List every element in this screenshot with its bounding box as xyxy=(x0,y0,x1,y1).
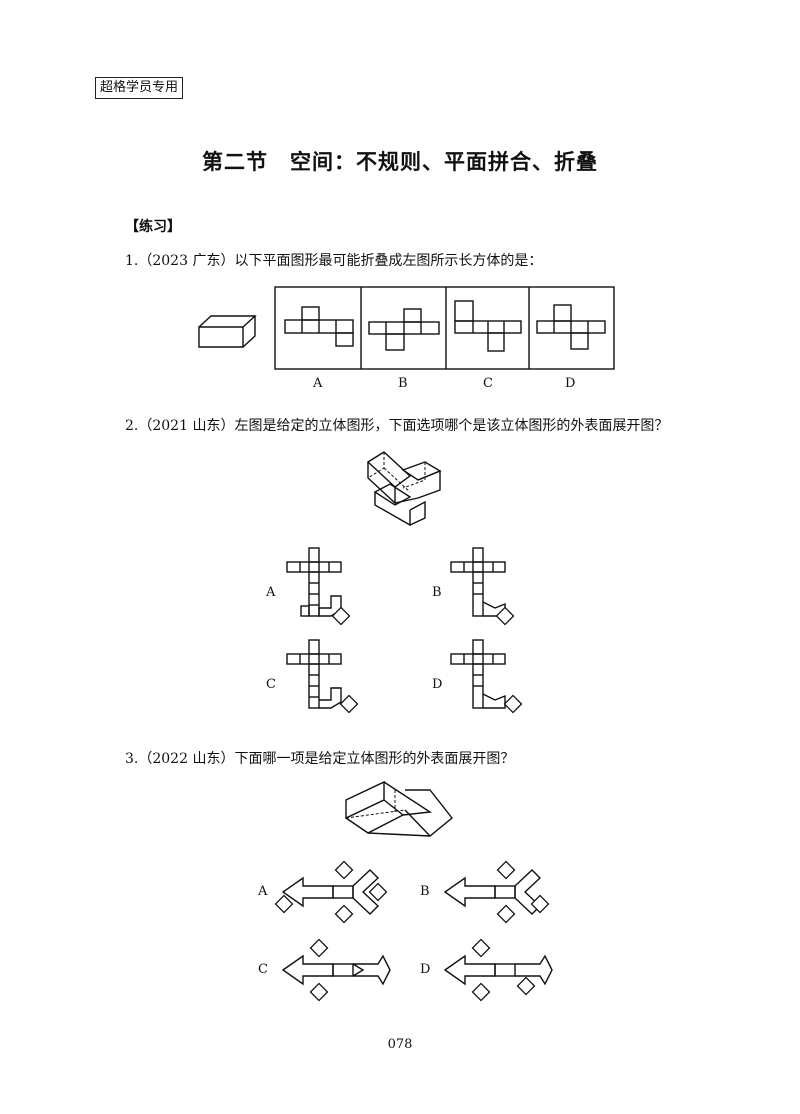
q3-option-d-net xyxy=(443,938,553,1002)
q3-option-a-net xyxy=(274,860,388,924)
q1-option-d-net xyxy=(536,304,606,350)
q1-option-b-net xyxy=(368,308,440,351)
q3-option-c-net xyxy=(281,938,391,1002)
question-1: 1.（2023 广东）以下平面图形最可能折叠成左图所示长方体的是： xyxy=(125,250,542,270)
q3-option-b-net xyxy=(443,860,550,924)
question-2-number: 2. xyxy=(125,418,139,434)
section-heading: 【练习】 xyxy=(125,219,181,235)
q3-option-d-label: D xyxy=(420,962,431,977)
question-1-text: （2023 广东）以下平面图形最可能折叠成左图所示长方体的是： xyxy=(138,253,543,269)
q2-option-d-label: D xyxy=(432,677,443,692)
q2-option-d-net xyxy=(450,639,523,714)
page-number: 078 xyxy=(387,1037,413,1052)
q1-option-d-label: D xyxy=(565,376,576,391)
q2-option-a-label: A xyxy=(266,585,276,600)
q2-option-a-net xyxy=(286,547,351,626)
question-3-number: 3. xyxy=(125,751,139,767)
page-title: 第二节 空间：不规则、平面拼合、折叠 xyxy=(202,149,598,174)
q3-option-c-label: C xyxy=(258,962,268,977)
question-3: 3.（2022 山东）下面哪一项是给定立体图形的外表面展开图？ xyxy=(125,748,514,768)
q1-options-frame xyxy=(274,286,615,370)
question-1-number: 1. xyxy=(125,253,139,269)
q3-option-b-label: B xyxy=(420,884,430,899)
question-2-text: （2021 山东）左图是给定的立体图形，下面选项哪个是该立体图形的外表面展开图？ xyxy=(138,418,669,434)
q1-cuboid-figure xyxy=(198,315,257,348)
q2-solid-figure xyxy=(366,451,442,527)
q1-option-a-net xyxy=(284,306,354,347)
question-2: 2.（2021 山东）左图是给定的立体图形，下面选项哪个是该立体图形的外表面展开… xyxy=(125,415,668,435)
q2-option-b-label: B xyxy=(432,585,442,600)
q2-option-c-net xyxy=(286,639,359,714)
q1-option-c-label: C xyxy=(483,376,493,391)
q1-option-b-label: B xyxy=(398,376,408,391)
q2-option-b-net xyxy=(450,547,515,626)
q1-option-a-label: A xyxy=(313,376,323,391)
q3-solid-figure xyxy=(345,780,453,837)
question-3-text: （2022 山东）下面哪一项是给定立体图形的外表面展开图？ xyxy=(138,751,515,767)
q1-option-c-net xyxy=(454,300,522,352)
student-label: 超格学员专用 xyxy=(95,77,184,99)
q2-option-c-label: C xyxy=(266,677,276,692)
q3-option-a-label: A xyxy=(258,884,268,899)
